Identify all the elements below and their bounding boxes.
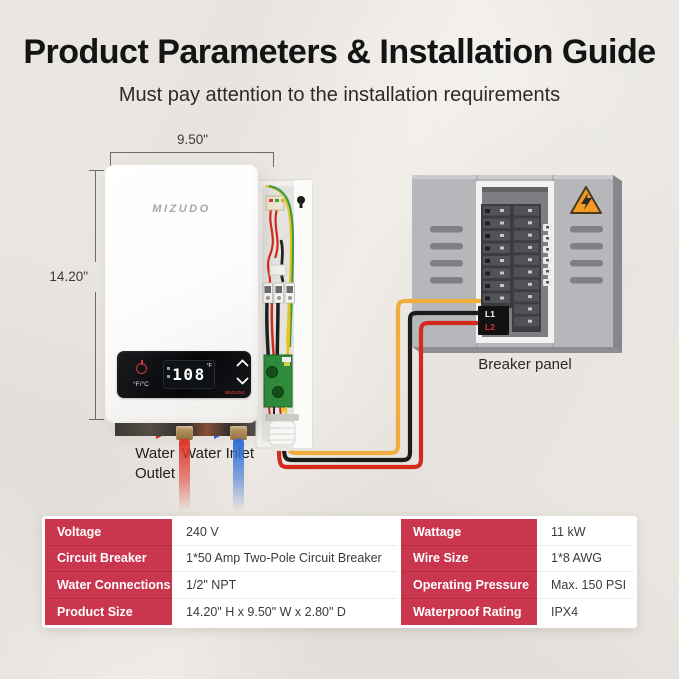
top-connector (265, 195, 285, 211)
spec-value: 240 V (172, 519, 397, 546)
spec-value: 14.20" H x 9.50" W x 2.80" D (172, 598, 397, 625)
spec-value: 1*8 AWG (537, 545, 634, 572)
spec-value: IPX4 (537, 598, 634, 625)
conduit-fitting (265, 414, 299, 451)
spec-value: Max. 150 PSI (537, 572, 634, 599)
spec-label: Circuit Breaker (45, 545, 172, 572)
down-arrow-icon (236, 377, 249, 385)
cable-clamp (269, 264, 287, 276)
panel-brand-mark: MIZUDO (224, 390, 245, 395)
height-dimension-line-bottom (89, 292, 110, 420)
l1-label: L1 (485, 309, 495, 319)
breaker-panel-illustration: L1 L2 (276, 175, 622, 470)
breaker-column-right (512, 204, 541, 332)
table-row: Water Connections 1/2" NPT (45, 572, 397, 599)
breaker-panel-label: Breaker panel (478, 356, 572, 373)
brand-logo: MIZUDO (152, 203, 211, 215)
supply-wire-red (276, 320, 483, 470)
up-arrow-icon (236, 359, 249, 367)
spec-table-right: Wattage 11 kW Wire Size 1*8 AWG Operatin… (401, 519, 634, 625)
spec-label: Wattage (401, 519, 537, 546)
outlet-fitting (176, 426, 193, 440)
spec-label: Voltage (45, 519, 172, 546)
spec-label: Waterproof Rating (401, 598, 537, 625)
supply-wire-yellow (286, 298, 489, 456)
display-indicator-icon (167, 375, 170, 378)
display-indicator-icon (167, 367, 170, 370)
inlet-fitting (230, 426, 247, 440)
spec-label: Operating Pressure (401, 572, 537, 599)
table-row: Wattage 11 kW (401, 519, 634, 546)
circuit-board (263, 354, 293, 408)
keyhole-mount-icon (297, 196, 305, 208)
internal-wires (266, 204, 285, 289)
door-vents (430, 226, 603, 284)
water-outlet-label: Water Outlet (134, 445, 176, 482)
l2-label: L2 (485, 322, 495, 332)
heater-wiring-compartment-illustration (255, 179, 313, 451)
control-panel: °F/°C °F 108 MIZUDO (117, 351, 251, 398)
table-row: Product Size 14.20" H x 9.50" W x 2.80" … (45, 598, 397, 625)
table-row: Wire Size 1*8 AWG (401, 545, 634, 572)
temp-unit-label: °F/°C (133, 381, 149, 388)
fahrenheit-indicator: °F (206, 363, 212, 369)
spec-label: Water Connections (45, 572, 172, 599)
height-dimension-label: 14.20" (49, 269, 88, 284)
table-row: Operating Pressure Max. 150 PSI (401, 572, 634, 599)
height-dimension-line-top (89, 170, 110, 262)
table-row: Waterproof Rating IPX4 (401, 598, 634, 625)
water-heater-unit: MIZUDO °F/°C °F 108 MIZUDO (105, 165, 258, 423)
breaker-column-left (481, 204, 512, 308)
temperature-value: 108 (172, 365, 206, 384)
spec-label: Product Size (45, 598, 172, 625)
spec-table-left: Voltage 240 V Circuit Breaker 1*50 Amp T… (45, 519, 397, 625)
terminal-blocks (262, 282, 295, 304)
width-dimension-line (110, 152, 274, 167)
cold-water-pipe (233, 439, 244, 511)
width-dimension-label: 9.50" (176, 132, 209, 147)
spec-value: 1*50 Amp Two-Pole Circuit Breaker (172, 545, 397, 572)
spec-value: 1/2" NPT (172, 572, 397, 599)
toggle-column (543, 224, 552, 286)
water-inlet-label: Water Inlet (182, 445, 254, 462)
temperature-display: °F 108 (163, 360, 215, 389)
page-title: Product Parameters & Installation Guide (23, 33, 656, 71)
page-subtitle: Must pay attention to the installation r… (118, 84, 561, 106)
table-row: Circuit Breaker 1*50 Amp Two-Pole Circui… (45, 545, 397, 572)
main-lug-block: L1 L2 (478, 306, 509, 335)
high-voltage-warning-icon (570, 186, 602, 214)
supply-wire-black (281, 310, 481, 463)
spec-table: Voltage 240 V Circuit Breaker 1*50 Amp T… (42, 516, 637, 628)
table-row: Voltage 240 V (45, 519, 397, 546)
hot-water-pipe (179, 439, 190, 511)
spec-value: 11 kW (537, 519, 634, 546)
spec-label: Wire Size (401, 545, 537, 572)
power-icon (136, 360, 147, 374)
